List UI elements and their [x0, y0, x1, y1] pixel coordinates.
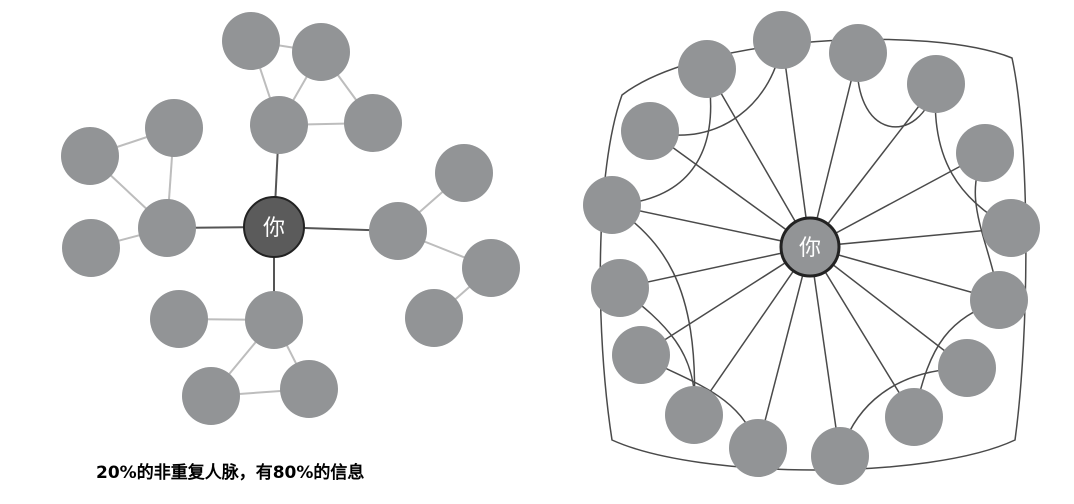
contact-node	[182, 367, 240, 425]
contact-node	[292, 23, 350, 81]
network-boundary	[599, 38, 1027, 471]
contact-node	[462, 239, 520, 297]
contact-node	[970, 271, 1028, 329]
contact-node	[753, 11, 811, 69]
spoke-link	[640, 246, 811, 356]
spoke-link	[611, 204, 811, 248]
spoke-link	[809, 246, 968, 369]
contact-node	[811, 427, 869, 485]
caption: 20%的非重复人脉，有80%的信息	[96, 463, 365, 483]
spoke-link	[757, 246, 811, 449]
contact-node	[583, 176, 641, 234]
contact-node	[62, 219, 120, 277]
contact-node	[405, 289, 463, 347]
contact-node	[591, 259, 649, 317]
spoke-link	[809, 152, 986, 248]
contact-node	[250, 96, 308, 154]
contact-node	[245, 291, 303, 349]
contact-node	[280, 360, 338, 418]
contact-node	[138, 199, 196, 257]
contact-node	[435, 144, 493, 202]
contact-node	[938, 339, 996, 397]
spoke-link	[781, 39, 811, 248]
contact-node	[729, 419, 787, 477]
spoke-link	[809, 83, 937, 248]
contact-node	[145, 99, 203, 157]
contact-node	[344, 94, 402, 152]
center-label-you: 你	[263, 216, 285, 241]
spoke-link	[809, 227, 1012, 248]
contact-node	[956, 124, 1014, 182]
spoke-link	[706, 68, 811, 248]
contact-node	[829, 24, 887, 82]
spoke-link	[809, 52, 859, 248]
spoke-link	[809, 246, 1000, 301]
spoke-link	[649, 130, 811, 248]
contact-node	[907, 55, 965, 113]
contact-node	[612, 326, 670, 384]
contact-node	[150, 290, 208, 348]
contact-node	[885, 388, 943, 446]
contact-node	[982, 199, 1040, 257]
contact-node	[665, 386, 723, 444]
center-node-you	[243, 196, 305, 258]
contact-node	[678, 40, 736, 98]
contact-node	[621, 102, 679, 160]
contact-node	[369, 202, 427, 260]
center-node-you	[779, 216, 841, 278]
contact-node	[222, 12, 280, 70]
contact-node	[61, 127, 119, 185]
spoke-link	[693, 246, 811, 416]
spoke-link	[809, 246, 915, 418]
spoke-link	[809, 246, 841, 457]
spoke-link	[619, 246, 811, 289]
center-label-you: 你	[799, 236, 821, 261]
